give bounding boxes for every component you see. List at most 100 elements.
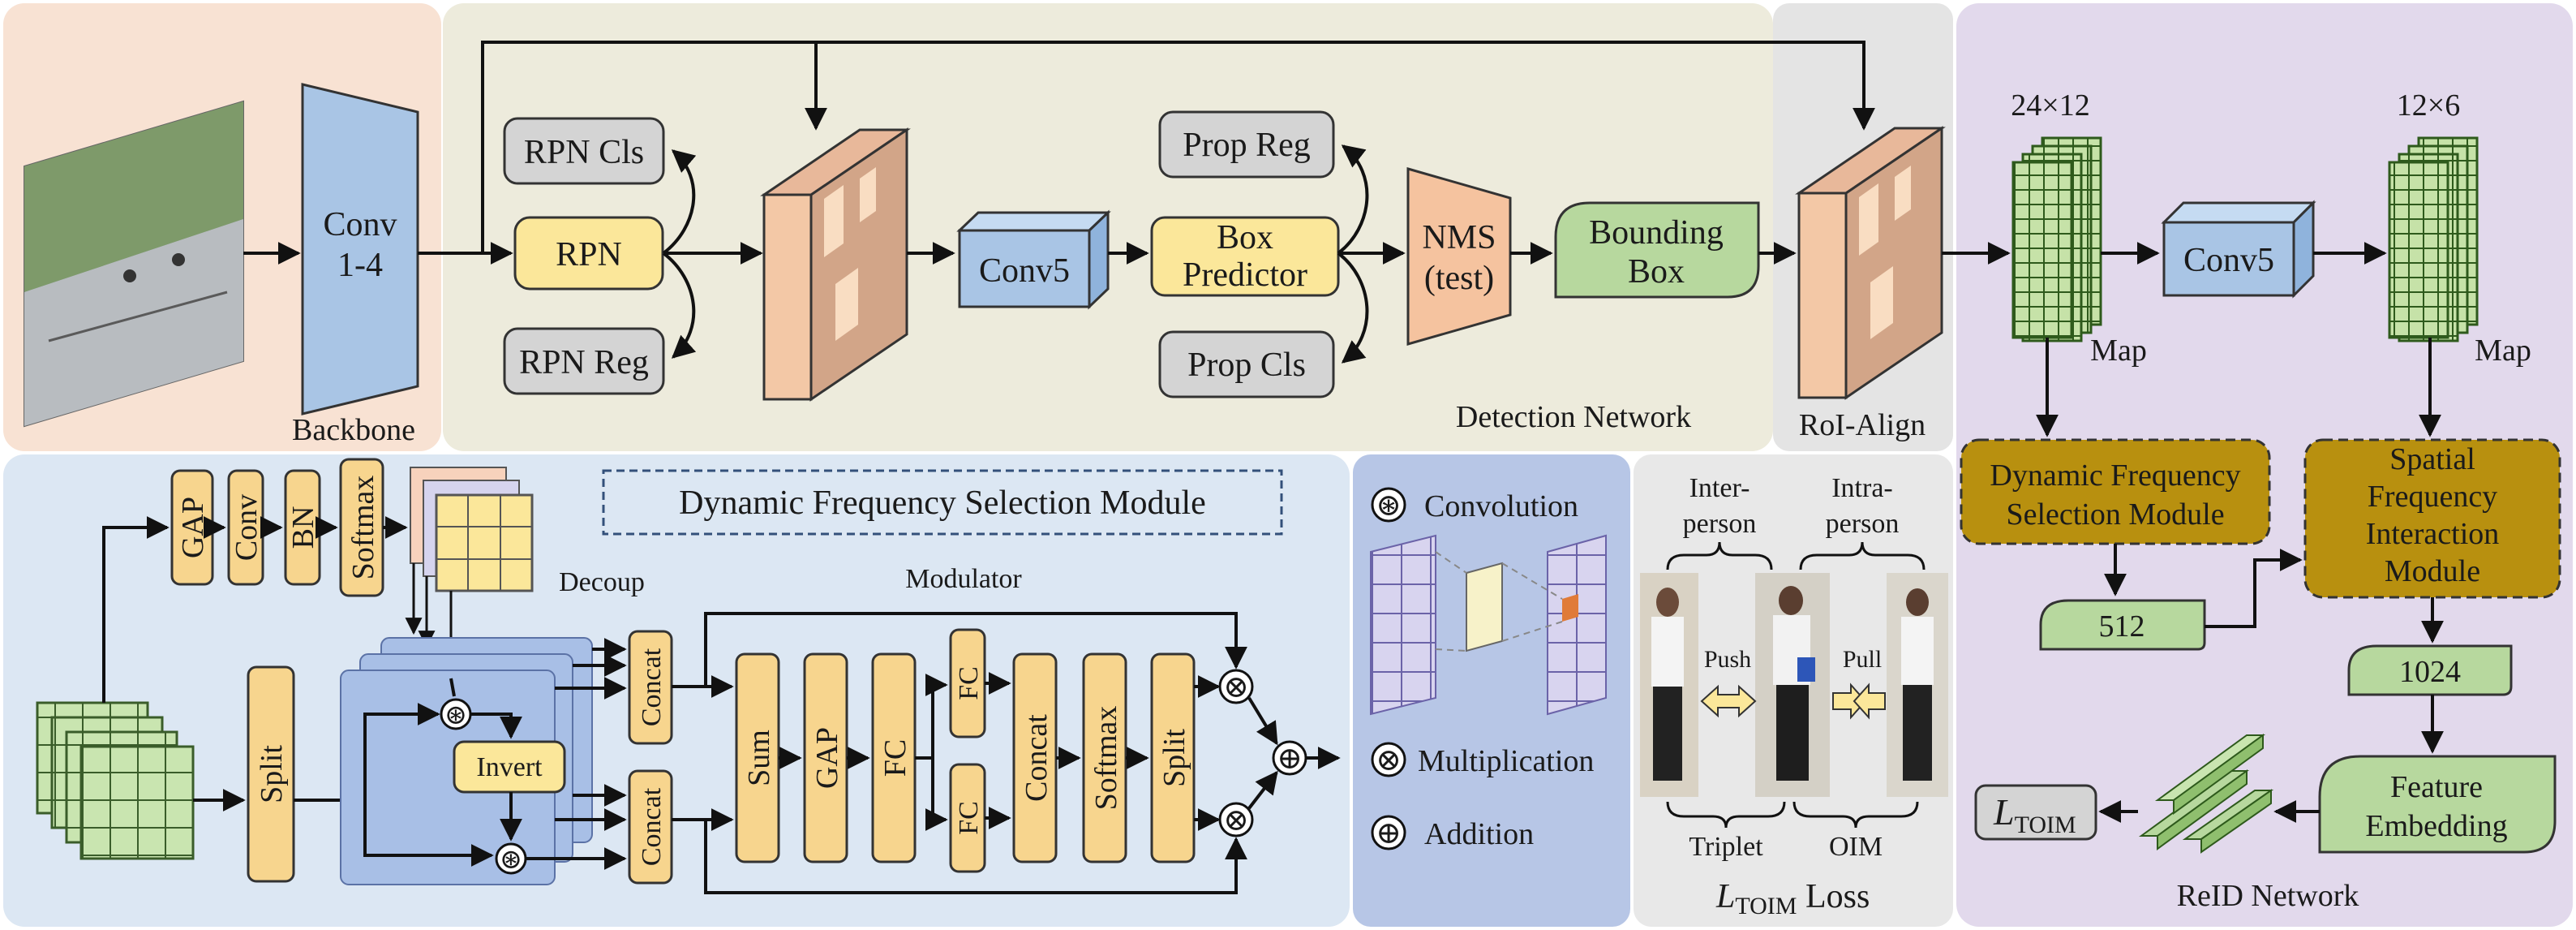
sfim-box-label-3: Interaction [2366, 517, 2500, 551]
arrow-pred-to-propreg [1337, 144, 1369, 255]
legend-add-symbol-circle [1371, 815, 1406, 850]
decoup-label: Decoup [559, 567, 645, 597]
loss-inter-1: Inter- [1689, 473, 1750, 503]
dfsm-softmax-label: Softmax [346, 476, 380, 580]
roi-align-feature-map [1795, 126, 1946, 400]
mod-split-label: Split [1157, 729, 1191, 787]
dfsm-box-label-1: Dynamic Frequency [1990, 459, 2240, 493]
reid-conv5-label: Conv5 [2183, 242, 2274, 279]
feature-map-24x12 [2011, 136, 2102, 342]
sfim-box-label-1: Spatial [2389, 442, 2475, 476]
reid-loss-sub: TOIM [2015, 812, 2076, 838]
sfim-box [2303, 438, 2561, 599]
map1-label: Map [2090, 334, 2147, 368]
oim-label: OIM [1829, 832, 1883, 862]
bounding-box-shape [1554, 201, 1760, 299]
mod-sum-label: Sum [742, 730, 776, 786]
conv5-cube [956, 209, 1111, 310]
prop-cls-box [1158, 330, 1335, 398]
dfsm-input-tensor [36, 701, 195, 860]
dim-1024-box [2347, 644, 2513, 696]
arrow-input-to-gap [102, 516, 170, 703]
loss-intra-2: person [1826, 509, 1900, 539]
sfim-box-label-4: Module [2385, 554, 2480, 588]
arrow-mulbot-add [1247, 770, 1278, 810]
pull-arrows [1832, 682, 1886, 720]
dfsm-conv-label: Conv [230, 494, 264, 561]
map2-size: 12×6 [2397, 88, 2460, 123]
top-conv-to-invert [470, 713, 522, 739]
dim-512-label: 512 [2099, 609, 2145, 644]
person-image-2 [1755, 573, 1830, 797]
rpn-reg-box [503, 327, 665, 395]
loss-panel-title: LTOIM Loss [1715, 878, 1870, 919]
mod-fc-top-label: FC [954, 666, 984, 700]
skip-concat-bot-to-mul [672, 818, 1247, 894]
rpn-box [513, 216, 664, 291]
legend-convolution: Convolution [1424, 489, 1578, 523]
dfsm-title: Dynamic Frequency Selection Module [679, 484, 1206, 522]
mul-op-top [1218, 669, 1254, 704]
rpn-reg-label: RPN Reg [519, 344, 649, 381]
loss-inter-2: person [1683, 509, 1757, 539]
legend-conv-symbol-circle [1371, 487, 1406, 523]
concat-top-label: Concat [637, 648, 667, 726]
push-arrow [1700, 684, 1757, 718]
brace-intra-top [1799, 541, 1926, 570]
conv-op-top-symbol: ⊛ [444, 700, 468, 730]
person-image-3 [1887, 573, 1948, 797]
skip-concat-top-to-mul [672, 612, 1247, 688]
conv-op-bottom-symbol: ⊛ [500, 845, 523, 875]
prop-cls-label: Prop Cls [1187, 347, 1306, 384]
backbone-conv-label-1: Conv [323, 206, 397, 243]
legend-conv-symbol: ⊛ [1376, 489, 1402, 523]
arrow-rpn-to-reg [662, 252, 697, 359]
legend-mul-symbol: ⊗ [1376, 743, 1402, 777]
dfsm-title-box [602, 469, 1283, 536]
nms-label-2: (test) [1424, 260, 1494, 297]
brace-triplet [1666, 801, 1786, 829]
mod-fc-bot-label: FC [954, 801, 984, 835]
mod-softmax-label: Softmax [1089, 706, 1123, 811]
modulator-label: Modulator [905, 564, 1022, 594]
triplet-label: Triplet [1689, 832, 1763, 862]
proposal-feature-map [760, 127, 911, 402]
arrow-fc-split-bot [925, 758, 948, 831]
loss-intra-1: Intra- [1831, 473, 1893, 503]
rpn-cls-box [503, 117, 665, 185]
arrow-fc-split-top [915, 674, 948, 760]
legend-convolution-illustration [1370, 534, 1607, 716]
backbone-label: Backbone [292, 413, 415, 447]
conv5-label: Conv5 [979, 252, 1070, 290]
roi-align-label: RoI-Align [1799, 408, 1926, 442]
add-op-symbol: ⊕ [1277, 742, 1303, 776]
reid-network-label: ReID Network [2177, 879, 2359, 913]
person-image-1 [1640, 573, 1698, 797]
mod-concat-label: Concat [1020, 714, 1054, 802]
feature-embedding-box [2318, 755, 2557, 854]
feature-embedding-label-2: Embedding [2365, 809, 2507, 843]
legend-mul-symbol-circle [1371, 742, 1406, 777]
push-label: Push [1704, 646, 1751, 673]
skip-to-feature-map [481, 41, 827, 253]
bounding-box-label-1: Bounding [1589, 214, 1724, 252]
brace-inter-top [1666, 541, 1773, 570]
invert-label: Invert [476, 752, 543, 782]
nms-label-1: NMS [1422, 219, 1496, 256]
arrow-rpn-to-cls [662, 149, 697, 255]
box-predictor [1150, 216, 1340, 297]
branch-line-down [363, 800, 494, 867]
prop-reg-box [1158, 110, 1335, 179]
dfsm-bn-label: BN [286, 506, 320, 549]
feature-embedding-label-1: Feature [2390, 770, 2483, 804]
map1-size: 24×12 [2011, 88, 2089, 123]
decoupled-filters [410, 467, 534, 592]
box-predictor-label-2: Predictor [1183, 256, 1307, 294]
mod-fc-label: FC [878, 739, 912, 777]
reid-loss-L: LTOIM [1993, 791, 2076, 838]
dfsm-split-label: Split [255, 745, 289, 803]
brace-oim [1792, 801, 1919, 829]
bounding-box-label-2: Box [1628, 253, 1685, 291]
mul-op-bottom-symbol: ⊗ [1223, 803, 1249, 837]
